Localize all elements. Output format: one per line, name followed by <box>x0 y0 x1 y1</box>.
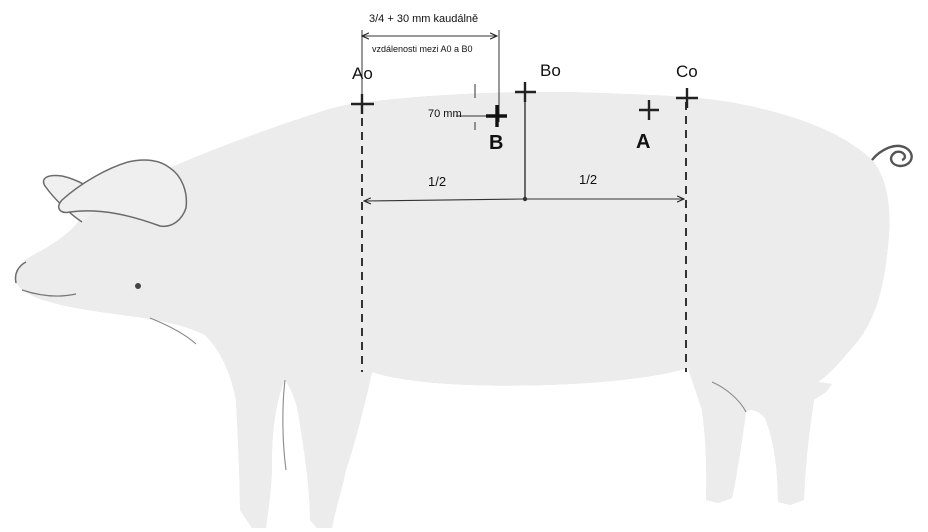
label-c0: Co <box>676 62 698 81</box>
top-dimension-label: 3/4 + 30 mm kaudálně <box>369 13 478 25</box>
pig-front-leg-line <box>283 380 286 470</box>
label-b0: Bo <box>540 61 561 80</box>
half-left-label: 1/2 <box>428 174 446 189</box>
label-a: A <box>636 131 650 153</box>
midpoint-dot <box>523 197 527 201</box>
sub-dimension-label: vzdálenosti mezi A0 a B0 <box>372 44 473 54</box>
label-a0: Ao <box>352 64 373 83</box>
pig-silhouette <box>15 92 912 528</box>
offset-label: 70 mm <box>428 108 462 120</box>
half-right-label: 1/2 <box>579 172 597 187</box>
pig-tail <box>872 146 912 166</box>
pig-eye <box>135 283 141 289</box>
label-b: B <box>489 132 503 154</box>
